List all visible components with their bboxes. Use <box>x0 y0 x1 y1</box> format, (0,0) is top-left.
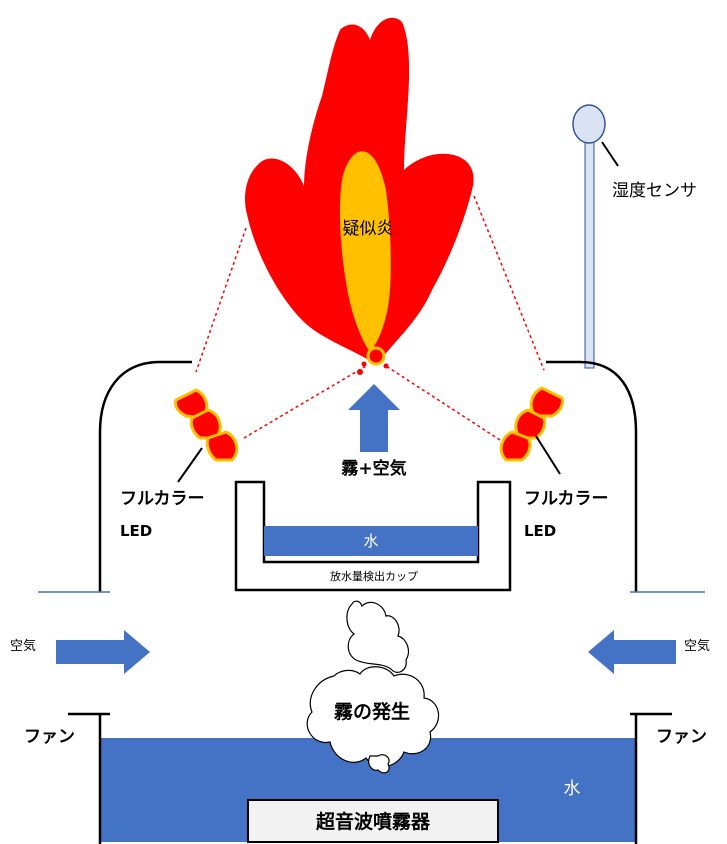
dotted-line <box>243 365 367 439</box>
fan-right-label: ファン <box>656 727 707 747</box>
flame-label: 疑似炎 <box>343 219 394 239</box>
cup-water-label: 水 <box>363 532 378 550</box>
housing-left-wall <box>98 360 192 592</box>
atomizer-label: 超音波噴霧器 <box>315 810 431 833</box>
cup-label: 放水量検出カップ <box>330 569 418 583</box>
led-left-label-line2: LED <box>120 522 152 540</box>
led-segment <box>205 430 239 462</box>
sensor-stem <box>584 139 595 369</box>
cup-water <box>264 526 478 556</box>
sensor-leader-line <box>601 141 619 167</box>
air-left-label: 空気 <box>10 638 36 654</box>
led-segment <box>529 386 564 418</box>
left-arrow-icon <box>588 630 676 674</box>
led-right-leader <box>535 435 561 475</box>
led-left-label-line1: フルカラー <box>120 489 205 509</box>
flame-inner <box>339 151 391 352</box>
led-right-label-line1: フルカラー <box>524 489 609 509</box>
flame-icon: 疑似炎 <box>244 17 474 375</box>
led-segment <box>499 430 532 462</box>
up-arrow-icon <box>348 384 400 452</box>
air-right-label: 空気 <box>684 638 710 654</box>
mist-cloud-icon <box>306 600 440 774</box>
air-inlet-right: 空気 <box>588 630 710 674</box>
led-left-icon <box>174 388 239 462</box>
led-left-leader <box>177 447 203 483</box>
dotted-line <box>473 195 545 371</box>
flame-base-dot <box>361 361 367 367</box>
housing-outline <box>98 360 638 592</box>
right-arrow-icon <box>56 630 150 674</box>
mist-generation-label: 霧の発生 <box>333 700 410 723</box>
mist-air-label: 霧+空気 <box>341 458 406 479</box>
mist-tail <box>368 754 390 774</box>
mist-lower-cloud <box>306 666 440 768</box>
flame-base-dot <box>366 346 386 366</box>
tank-outline <box>98 714 638 844</box>
mist-air-arrow: 霧+空気 <box>341 384 407 479</box>
humidity-sensor-icon: 湿度センサ <box>572 104 697 369</box>
led-right-icon <box>499 386 564 462</box>
led-light-lines <box>195 195 545 441</box>
dotted-line <box>385 365 501 441</box>
mist-upper-plume <box>346 600 410 673</box>
atomizer-box <box>247 799 499 843</box>
housing-right-wall <box>546 360 638 592</box>
air-inlet-left: 空気 <box>10 630 150 674</box>
tank-water-label: 水 <box>564 779 581 799</box>
dotted-line <box>195 227 247 373</box>
sensor-head <box>572 104 606 144</box>
fan-left-label: ファン <box>24 727 75 747</box>
led-right-label-line2: LED <box>524 522 556 540</box>
cup-outer <box>234 480 512 592</box>
humidity-sensor-label: 湿度センサ <box>612 181 697 201</box>
water-cup: 水 放水量検出カップ <box>234 480 512 592</box>
